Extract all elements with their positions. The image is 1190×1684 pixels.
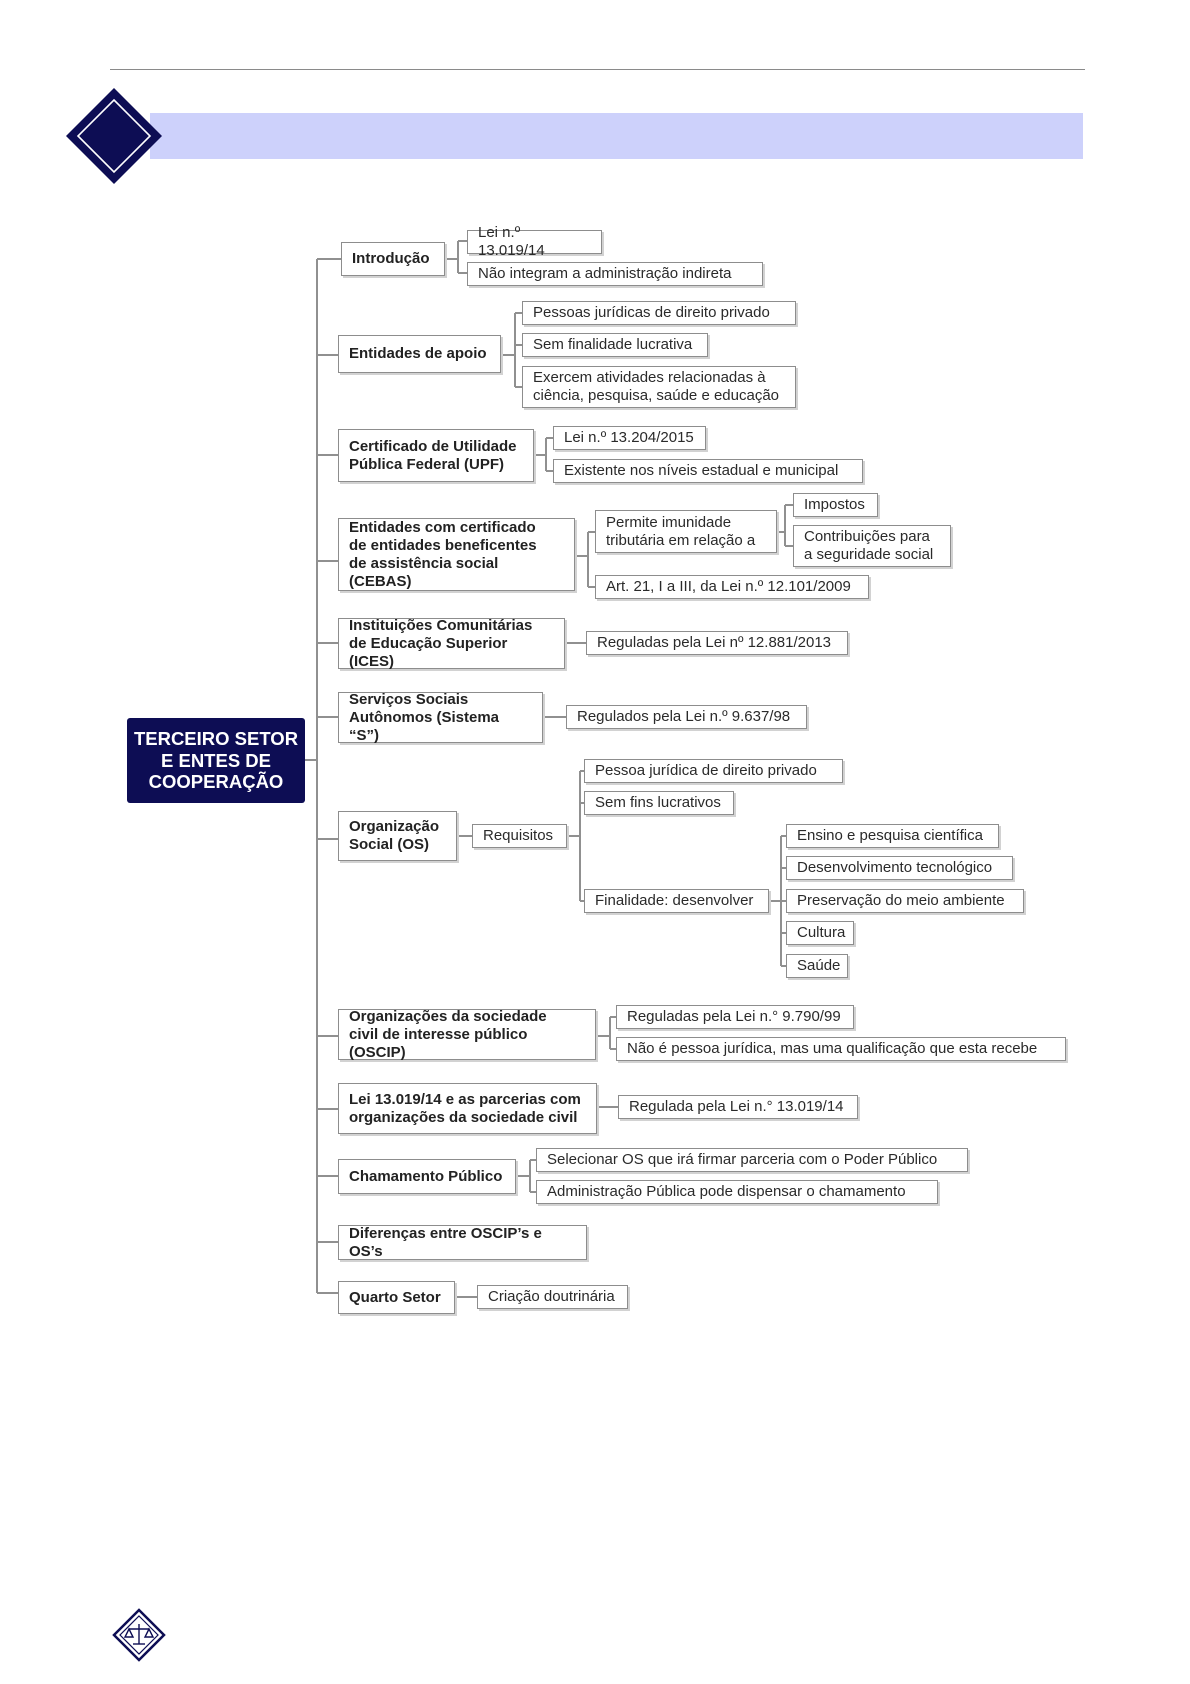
leaf-node: Selecionar OS que irá firmar parceria co… — [536, 1148, 968, 1172]
leaf-node: Criação doutrinária — [477, 1285, 628, 1309]
leaf-node: Lei n.º 13.019/14 — [467, 224, 602, 259]
branch-sistema-s: Serviços Sociais Autônomos (Sistema “S”) — [338, 691, 543, 744]
leaf-node: Administração Pública pode dispensar o c… — [536, 1180, 938, 1204]
leaf-node: Contribuições para a seguridade social — [793, 525, 951, 567]
leaf-node: Requisitos — [472, 824, 567, 848]
leaf-node: Não é pessoa jurídica, mas uma qualifica… — [616, 1037, 1066, 1061]
branch-introducao: Introdução — [341, 242, 445, 276]
leaf-node: Preservação do meio ambiente — [786, 889, 1024, 913]
leaf-node: Ensino e pesquisa científica — [786, 824, 999, 848]
leaf-node: Reguladas pela Lei nº 12.881/2013 — [586, 631, 848, 655]
diamond-logo-icon — [64, 86, 164, 186]
leaf-node: Saúde — [786, 954, 848, 978]
leaf-node: Art. 21, I a III, da Lei n.º 12.101/2009 — [595, 575, 869, 599]
header-rule — [110, 69, 1085, 70]
header-band — [150, 113, 1083, 159]
leaf-node: Desenvolvimento tecnológico — [786, 856, 1013, 880]
branch-entidades-apoio: Entidades de apoio — [338, 335, 501, 373]
leaf-node: Lei n.º 13.204/2015 — [553, 426, 706, 450]
root-node: TERCEIRO SETOR E ENTES DE COOPERAÇÃO — [127, 718, 305, 803]
branch-chamamento: Chamamento Público — [338, 1159, 516, 1194]
leaf-node: Pessoa jurídica de direito privado — [584, 759, 843, 783]
branch-oscip: Organizações da sociedade civil de inter… — [338, 1008, 596, 1061]
leaf-node: Sem fins lucrativos — [584, 791, 734, 815]
leaf-node: Finalidade: desenvolver — [584, 889, 769, 913]
branch-os: Organização Social (OS) — [338, 811, 457, 861]
branch-ices: Instituições Comunitárias de Educação Su… — [338, 617, 565, 670]
leaf-node: Regulados pela Lei n.º 9.637/98 — [566, 705, 807, 729]
branch-quarto-setor: Quarto Setor — [338, 1281, 455, 1314]
leaf-node: Reguladas pela Lei n.° 9.790/99 — [616, 1005, 854, 1029]
leaf-node: Não integram a administração indireta — [467, 262, 763, 286]
branch-diferencas: Diferenças entre OSCIP’s e OS’s — [338, 1225, 587, 1260]
leaf-node: Regulada pela Lei n.° 13.019/14 — [618, 1095, 858, 1119]
leaf-node: Cultura — [786, 921, 854, 945]
branch-cebas: Entidades com certificado de entidades b… — [338, 518, 575, 591]
branch-lei-parcerias: Lei 13.019/14 e as parcerias com organiz… — [338, 1083, 597, 1134]
leaf-node: Permite imunidade tributária em relação … — [595, 510, 777, 553]
scales-logo-icon — [112, 1608, 166, 1662]
branch-upf: Certificado de Utilidade Pública Federal… — [338, 429, 534, 482]
leaf-node: Exercem atividades relacionadas à ciênci… — [522, 366, 796, 408]
leaf-node: Sem finalidade lucrativa — [522, 333, 708, 357]
leaf-node: Impostos — [793, 493, 878, 517]
leaf-node: Pessoas jurídicas de direito privado — [522, 301, 796, 325]
leaf-node: Existente nos níveis estadual e municipa… — [553, 459, 863, 483]
